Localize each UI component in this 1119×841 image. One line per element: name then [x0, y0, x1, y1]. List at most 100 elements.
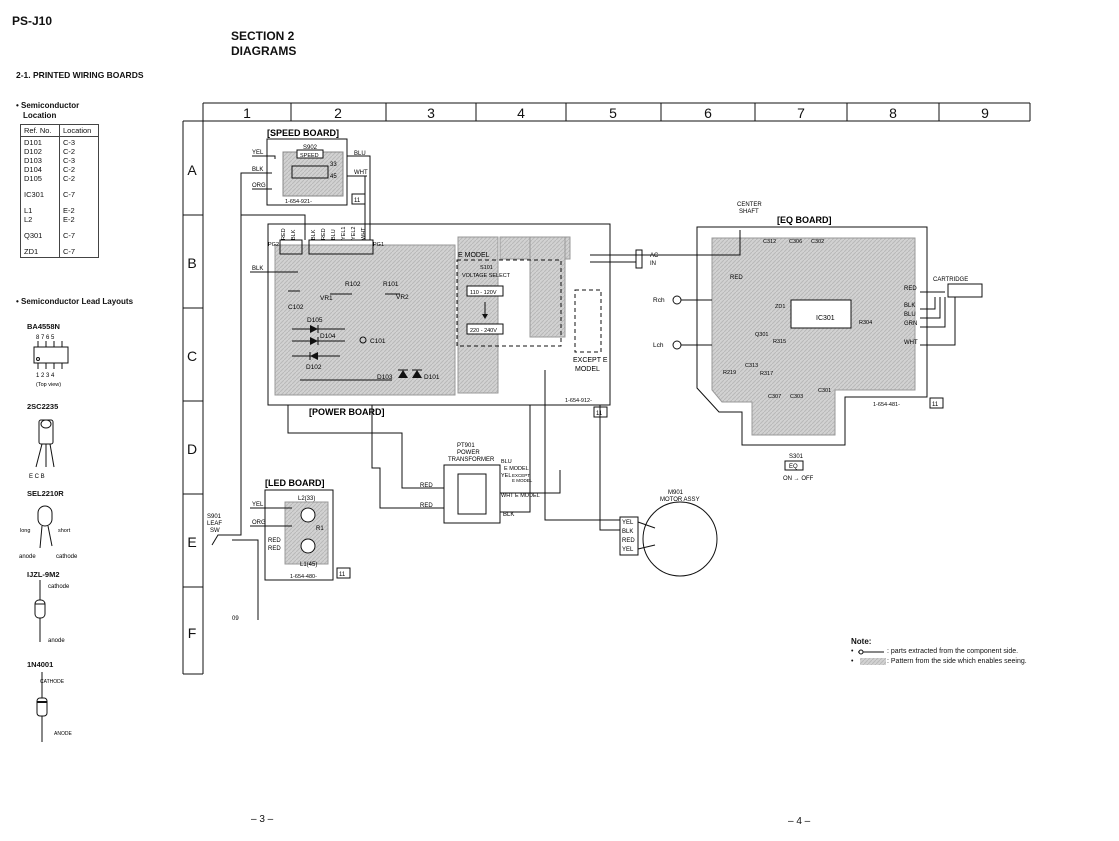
q301: Q301 — [755, 332, 768, 338]
s301-label: S301 — [789, 454, 804, 460]
c301: C301 — [818, 388, 831, 394]
page-number-left: – 3 – — [251, 814, 274, 825]
led-wire-red1: RED — [268, 538, 281, 544]
l2-led-icon — [300, 507, 316, 523]
col-6: 6 — [704, 105, 712, 121]
ref-value: ZD1 — [24, 247, 39, 256]
row-d: D — [187, 441, 197, 457]
motor-assy-label: MOTOR ASSY — [660, 497, 700, 503]
location-value: E-2 — [63, 215, 75, 224]
rch-label: Rch — [653, 297, 665, 304]
voltage-select-label: VOLTAGE SELECT — [462, 273, 511, 279]
c303: C303 — [790, 394, 803, 400]
led-wire-org: ORG — [252, 520, 266, 526]
pt-red-1: RED — [420, 483, 433, 489]
location-row: IC301 C-7 — [20, 184, 99, 200]
ba4558n-pins-bottom: 1 2 3 4 — [36, 373, 55, 379]
speed-33: 33 — [330, 162, 337, 168]
r102: R102 — [345, 281, 361, 288]
ic301-icon — [790, 299, 852, 329]
model-number: PS-J10 — [12, 14, 53, 28]
v-110-120: 110 - 120V — [470, 290, 497, 296]
ref-value: L1 — [24, 206, 33, 215]
speed-wire-wht: WHT — [354, 170, 368, 176]
col-2: 2 — [334, 105, 342, 121]
r304: R304 — [859, 320, 872, 326]
s101-label: S101 — [480, 265, 493, 271]
d105: D105 — [307, 317, 323, 324]
motor-wire-yel2: YEL — [622, 547, 634, 553]
ba4558n-pins-top: 8 7 6 5 — [36, 335, 55, 341]
s901-label: S901 — [207, 514, 222, 520]
speed-wire-blk: BLK — [252, 167, 263, 173]
c102: C102 — [288, 304, 304, 311]
power-blk-wire: BLK — [252, 266, 263, 272]
sel2210r-long: long — [20, 528, 30, 534]
eq-wires: RED BLK BLU GRN WHT RED — [730, 275, 918, 346]
row-e: E — [187, 534, 196, 550]
pt-wht: WHT — [501, 493, 514, 499]
leaf-label: LEAF — [207, 521, 222, 527]
location-value: C-3 — [63, 156, 76, 165]
ijzl-9m2-diode-icon: cathode anode — [34, 580, 70, 644]
r317: R317 — [760, 371, 773, 377]
r101: R101 — [383, 281, 399, 288]
leaf-switch: S901 LEAF SW 09 — [207, 514, 239, 622]
power-partno: 1-654-912- — [565, 398, 592, 404]
pin-yel2: YEL2 — [351, 227, 357, 240]
eq-switch-label: EQ — [789, 464, 798, 470]
ijzl-cathode: cathode — [48, 584, 70, 590]
sel2210r-led-icon: long short anode cathode — [19, 505, 78, 560]
1n4001-diode-icon: CATHODE ANODE — [36, 672, 72, 742]
ref-value: L2 — [24, 215, 33, 224]
vr2: VR2 — [396, 294, 409, 301]
location-cell: C-7 — [59, 184, 99, 200]
c302: C302 — [811, 239, 824, 245]
zd1: ZD1 — [775, 304, 785, 310]
power-label: POWER — [457, 450, 480, 456]
d103: D103 — [377, 374, 393, 381]
leaf-switch-icon — [211, 534, 232, 546]
vr1: VR1 — [320, 295, 333, 302]
eq-rev: 11 — [932, 402, 939, 408]
pt-emodel3: E MODEL — [515, 493, 540, 499]
c313: C313 — [745, 363, 758, 369]
e-model-label: E MODEL — [458, 252, 490, 259]
d102: D102 — [306, 364, 322, 371]
part-ijzl-9m2: IJZL-9M2 — [27, 570, 60, 579]
eq-wire-grn: GRN — [904, 321, 917, 327]
rch-jack-icon — [672, 295, 682, 305]
location-value: C-7 — [63, 190, 76, 199]
motor-wire-yel: YEL — [622, 520, 634, 526]
location-value: C-3 — [63, 138, 76, 147]
power-parts: VR1 R102 R101 VR2 C102 D105 D104 C101 D1… — [288, 281, 440, 381]
col-8: 8 — [889, 105, 897, 121]
1n4001-anode: ANODE — [54, 731, 72, 737]
cartridge-label: CARTRIDGE — [933, 277, 968, 283]
part-2sc2235: 2SC2235 — [27, 402, 59, 411]
motor-wire-red: RED — [622, 538, 635, 544]
2sc2235-pins: E C B — [29, 474, 45, 480]
d104: D104 — [320, 333, 336, 340]
speed-partno: 1-654-921- — [285, 199, 312, 205]
r1-label: R1 — [316, 526, 324, 532]
part-ba4558n: BA4558N — [27, 322, 60, 331]
row-c: C — [187, 348, 197, 364]
sel2210r-short: short — [58, 528, 71, 534]
pin-red-2: RED — [321, 228, 327, 240]
pt-blu: BLU — [501, 459, 512, 465]
pt-red-2: RED — [420, 503, 433, 509]
eq-wire-blk: BLK — [904, 303, 915, 309]
ref-value: IC301 — [24, 190, 45, 199]
col-9: 9 — [981, 105, 989, 121]
d101: D101 — [424, 374, 440, 381]
ac-in-label: IN — [650, 261, 656, 267]
pt-except: EXCEPT — [512, 473, 530, 478]
lead-layouts-title: • Semiconductor Lead Layouts — [16, 297, 134, 306]
note-line-2: : Pattern from the side which enables se… — [887, 658, 1027, 665]
